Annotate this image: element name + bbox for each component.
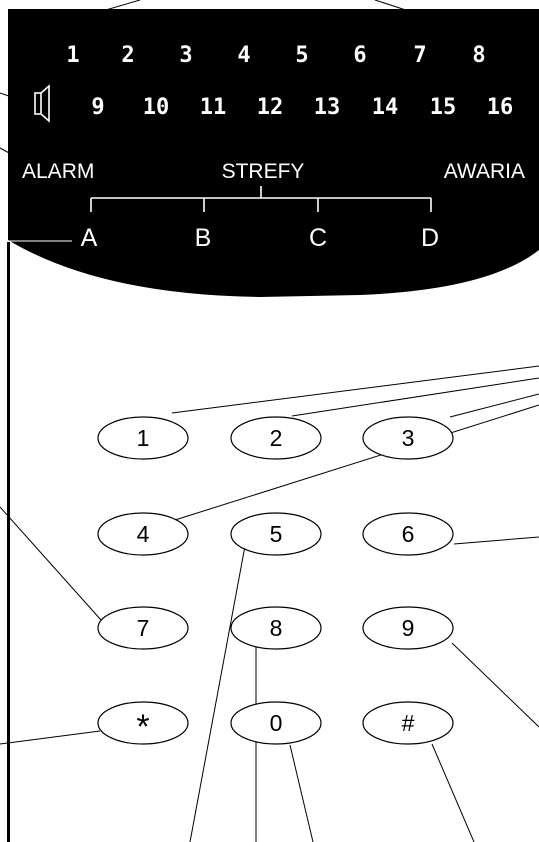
zone-number: 14 (372, 95, 399, 120)
key-outline[interactable] (230, 606, 322, 650)
partition-a: A (81, 224, 98, 252)
zone-number: 10 (143, 95, 170, 120)
key-label: 3 (402, 425, 415, 451)
leader-line (449, 393, 539, 418)
zone-number: 9 (91, 95, 104, 120)
key-hash[interactable]: # (362, 701, 454, 745)
speaker-icon (34, 84, 50, 123)
leader-line (451, 642, 539, 728)
zone-number: 16 (487, 95, 514, 120)
key-outline[interactable] (230, 512, 322, 556)
key-0[interactable]: 0 (230, 701, 322, 745)
zone-number: 15 (430, 95, 457, 120)
key-label: 5 (270, 521, 283, 547)
zone-number: 2 (121, 43, 134, 68)
leader-line (174, 404, 539, 521)
leader-line (289, 744, 314, 842)
zone-number: 3 (179, 43, 192, 68)
zone-number: 4 (237, 43, 250, 68)
leader-line (171, 365, 539, 414)
zone-number: 13 (314, 95, 341, 120)
key-label: * (136, 708, 149, 746)
zone-number: 12 (257, 95, 284, 120)
key-9[interactable]: 9 (362, 606, 454, 650)
leader-line (0, 147, 23, 161)
zone-number: 11 (200, 95, 227, 120)
key-label: 9 (402, 615, 415, 641)
zone-number: 6 (353, 43, 366, 68)
key-5[interactable]: 5 (230, 512, 322, 556)
leader-lines-keys (0, 365, 539, 842)
zone-number: 1 (66, 43, 79, 68)
key-outline[interactable] (230, 416, 322, 460)
leader-line (453, 536, 539, 545)
alarm-label: ALARM (22, 160, 94, 183)
key-outline[interactable] (362, 606, 454, 650)
key-1[interactable]: 1 (97, 416, 189, 460)
zone-number: 7 (413, 43, 426, 68)
key-label: 6 (402, 521, 415, 547)
key-outline[interactable] (97, 512, 189, 556)
key-label: # (402, 710, 415, 736)
display-panel (8, 9, 539, 297)
key-label: 2 (270, 425, 283, 451)
leader-line (374, 0, 419, 15)
keypad-keys[interactable]: 1 2 3 4 5 6 7 8 9 * 0 # (97, 416, 454, 746)
status-labels: ALARM STREFY AWARIA (22, 160, 525, 183)
partition-letters: A B C D (81, 224, 439, 252)
key-outline[interactable] (97, 606, 189, 650)
key-4[interactable]: 4 (97, 512, 189, 556)
key-label: 8 (270, 615, 283, 641)
key-outline[interactable] (97, 416, 189, 460)
leader-line (189, 545, 246, 842)
partition-c: C (309, 224, 327, 252)
partition-bracket (90, 186, 432, 212)
zone-number: 5 (295, 43, 308, 68)
leader-line (91, 0, 141, 15)
zone-row-2: 9 10 11 12 13 14 15 16 (91, 95, 513, 120)
key-6[interactable]: 6 (362, 512, 454, 556)
key-7[interactable]: 7 (97, 606, 189, 650)
key-outline[interactable] (362, 512, 454, 556)
leader-line (431, 743, 475, 842)
key-outline[interactable] (362, 701, 454, 745)
key-star[interactable]: * (97, 701, 189, 746)
key-8[interactable]: 8 (230, 606, 322, 650)
zone-row-1: 1 2 3 4 5 6 7 8 (66, 43, 485, 68)
fault-label: AWARIA (444, 160, 525, 183)
key-label: 7 (137, 615, 150, 641)
leader-line (0, 506, 102, 621)
leader-line (0, 730, 101, 745)
leader-lines-top (0, 0, 419, 161)
key-outline[interactable] (362, 416, 454, 460)
leader-line (0, 92, 27, 103)
key-label: 4 (137, 521, 150, 547)
key-outline[interactable] (230, 701, 322, 745)
partition-b: B (195, 224, 212, 252)
zones-label: STREFY (222, 160, 305, 183)
key-outline[interactable] (97, 701, 189, 745)
partition-d: D (421, 224, 439, 252)
key-label: 0 (270, 710, 283, 736)
zone-number: 8 (472, 43, 485, 68)
key-2[interactable]: 2 (230, 416, 322, 460)
leader-line (291, 377, 539, 417)
key-3[interactable]: 3 (362, 416, 454, 460)
key-label: 1 (137, 425, 150, 451)
